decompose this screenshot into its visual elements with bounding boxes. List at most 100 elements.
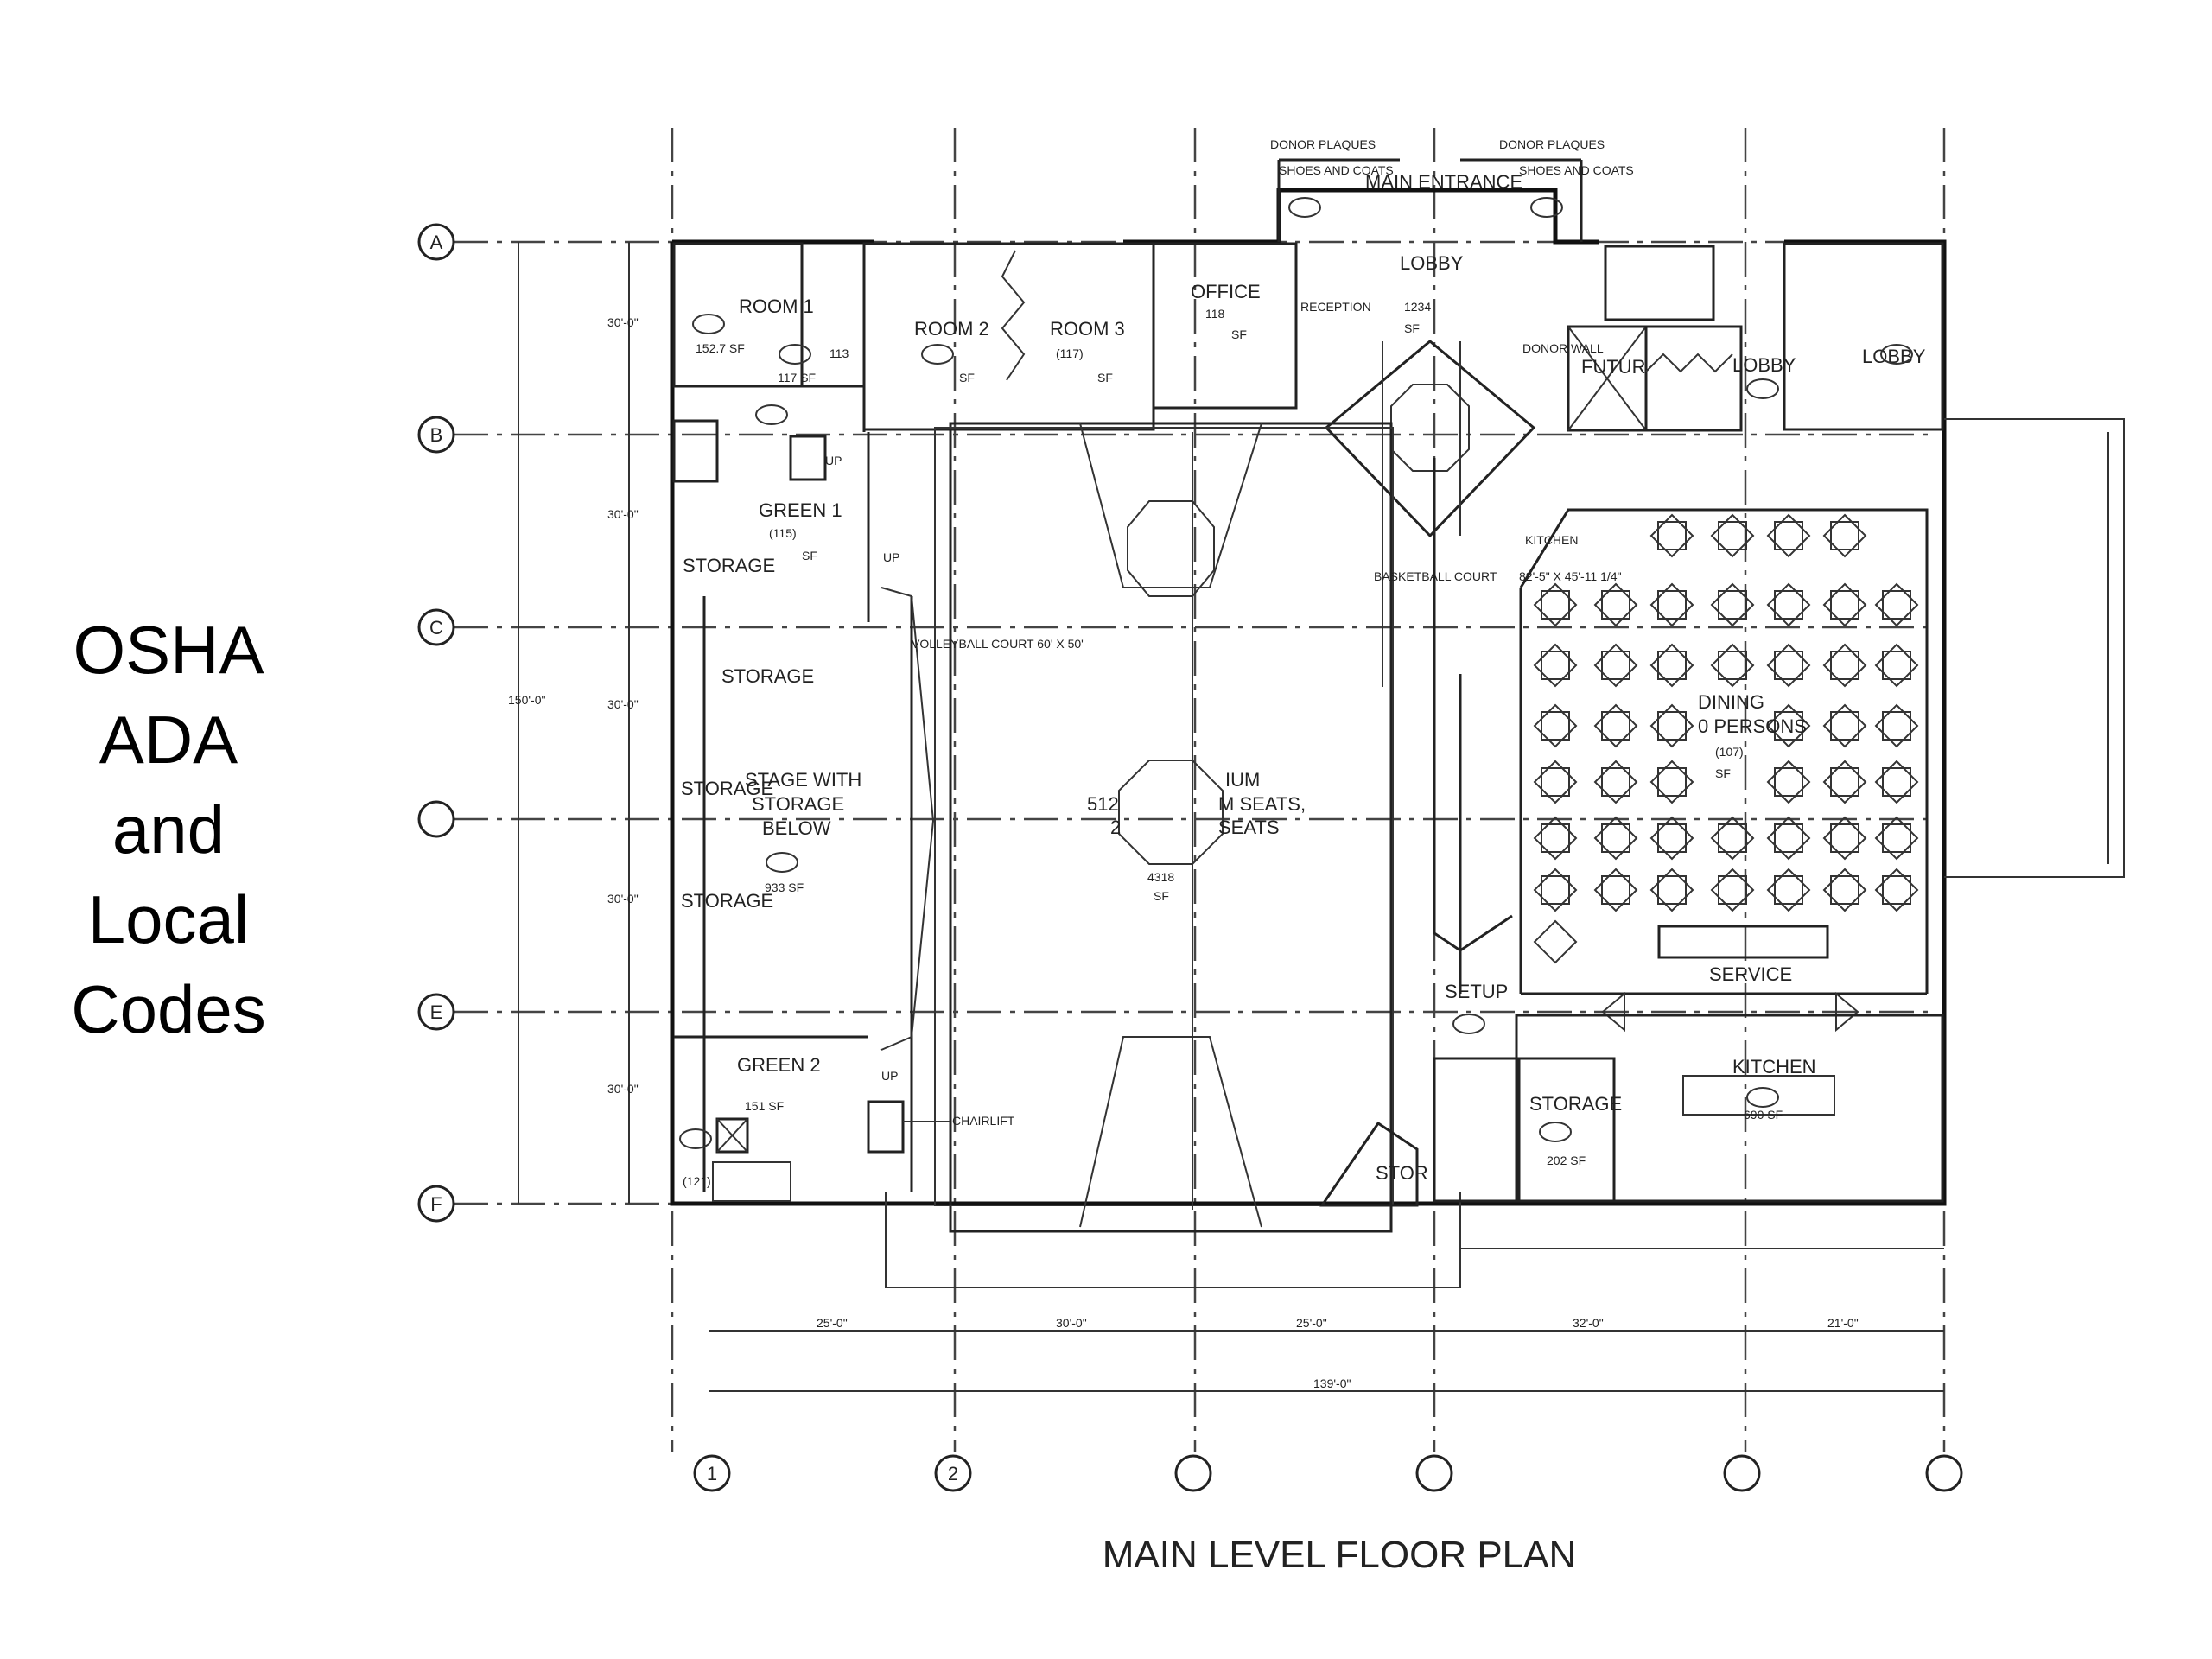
grid-label-e: E: [430, 1001, 443, 1023]
donor-plaques-left: DONOR PLAQUES: [1270, 137, 1376, 151]
dining-table-chairs: [1657, 823, 1687, 853]
dining-sf: SF: [1715, 766, 1731, 780]
dim-d: 30'-0": [607, 892, 639, 906]
dining-table-chairs: [1774, 651, 1803, 680]
room3-label: ROOM 3: [1050, 318, 1125, 340]
lobby-num: 1234: [1404, 300, 1431, 314]
grid-bubble-6: [1925, 1454, 1963, 1492]
green2-label: GREEN 2: [737, 1054, 821, 1076]
setup-corridor: SETUP: [1433, 458, 1513, 1034]
grid-label-1: 1: [707, 1463, 717, 1484]
dining-table-chairs: [1830, 711, 1859, 741]
basketball-dim: 82'-5" X 45'-11 1/4": [1519, 569, 1622, 583]
service-label: SERVICE: [1709, 963, 1792, 985]
gym-line-1: 512: [1087, 793, 1119, 815]
stage-line-2: STORAGE: [752, 793, 844, 815]
grid-bubble-3: [1174, 1454, 1212, 1492]
exterior-lines: [885, 418, 2125, 1288]
side-title: OSHA ADA and Local Codes: [26, 605, 311, 1054]
grid-bubble-b: [417, 416, 455, 454]
dining-table-chairs: [1774, 521, 1803, 550]
grid-bubble-f: [417, 1185, 455, 1223]
dining-table-chairs: [1882, 590, 1911, 620]
stor-label: STOR: [1376, 1162, 1428, 1184]
office-sf: SF: [1231, 327, 1247, 341]
reception-label: RECEPTION: [1300, 300, 1371, 314]
side-title-line-ada: ADA: [99, 702, 238, 778]
grid-bubble-4: [1415, 1454, 1453, 1492]
green2-num: (121): [683, 1174, 711, 1188]
storage-2-label: STORAGE: [721, 665, 814, 687]
dining-table-chairs: [1657, 651, 1687, 680]
dining-table-chairs: [1541, 823, 1570, 853]
dim-e: 30'-0": [607, 1082, 639, 1096]
grid-bubbles-columns: 1 2: [693, 1454, 1963, 1492]
dining-table-chairs: [1657, 711, 1687, 741]
grid-bubble-c: [417, 608, 455, 646]
dining-table-chairs: [1830, 651, 1859, 680]
office-num: 118: [1205, 307, 1225, 321]
setup-label: SETUP: [1445, 981, 1508, 1002]
office: OFFICE 118 SF RECEPTION: [1152, 242, 1371, 410]
dining-table-chairs: [1774, 590, 1803, 620]
volleyball-label: VOLLEYBALL COURT 60' X 50': [912, 637, 1084, 651]
room1-label: ROOM 1: [739, 296, 814, 317]
lobby-main-label: LOBBY: [1400, 252, 1464, 274]
green1-sf: SF: [802, 549, 817, 563]
grid-bubble-2: [934, 1454, 972, 1492]
dim-h5: 21'-0": [1827, 1316, 1859, 1330]
dining-table-chairs: [1830, 521, 1859, 550]
dim-a: 30'-0": [607, 315, 639, 329]
grid-bubble-a: [417, 223, 455, 261]
dining-table-chairs: [1541, 651, 1570, 680]
kitchen-sf: 690 SF: [1744, 1108, 1783, 1122]
future-label: FUTUR: [1581, 356, 1646, 378]
dim-h2: 30'-0": [1056, 1316, 1087, 1330]
grid-bubble-d: [417, 800, 455, 838]
kitchen-small-label: KITCHEN: [1525, 533, 1578, 547]
up-label-3: UP: [881, 1069, 898, 1083]
side-title-line-and: and: [111, 791, 226, 868]
dining-table-chairs: [1601, 823, 1630, 853]
lobby-right-1: LOBBY: [1732, 354, 1796, 376]
grid-bubble-e: [417, 993, 455, 1031]
room1-area: 152.7 SF: [696, 341, 745, 355]
dining-table-chairs: [1657, 875, 1687, 905]
green-1: UP GREEN 1 (115) SF STORAGE UP: [672, 419, 899, 622]
dining-table-chairs: [1657, 521, 1687, 550]
grid-bubble-5: [1723, 1454, 1761, 1492]
gymnasium: VOLLEYBALL COURT 60' X 50' BASKETBALL CO…: [912, 422, 1622, 1233]
storage-5-label: STORAGE: [1529, 1093, 1622, 1115]
green1-label: GREEN 1: [759, 499, 842, 521]
dining-table-chairs: [1601, 767, 1630, 797]
room1-sf: 117 SF: [778, 371, 816, 385]
dining-table-chairs: [1882, 875, 1911, 905]
stage-sf: 933 SF: [765, 880, 804, 894]
dining-table-chairs: [1882, 823, 1911, 853]
storage-5-sf: 202 SF: [1547, 1154, 1586, 1167]
dining-hall: DINING 0 PERSONS (107) SF SERVICE: [1519, 508, 1929, 1033]
dining-table-chairs: [1601, 875, 1630, 905]
gym-line-2: M SEATS,: [1218, 793, 1306, 815]
green1-num: (115): [769, 526, 797, 540]
main-entrance-label: MAIN ENTRANCE: [1365, 171, 1522, 193]
grid-label-c: C: [429, 617, 443, 639]
dining-table-chairs: [1718, 651, 1747, 680]
main-entrance: DONOR PLAQUES DONOR PLAQUES SHOES AND CO…: [1270, 137, 1634, 335]
dining-table-chairs: [1830, 767, 1859, 797]
stage-area: STORAGE STORAGE STAGE WITH STORAGE BELOW…: [681, 587, 935, 1192]
dimensions: 30'-0" 30'-0" 30'-0" 30'-0" 30'-0" 150'-…: [508, 242, 1944, 1392]
dining-table-chairs: [1601, 711, 1630, 741]
exterior-walls: [670, 158, 1947, 1206]
office-label: OFFICE: [1191, 281, 1261, 302]
dining-table-chairs: [1718, 521, 1747, 550]
dining-table-chairs: [1718, 823, 1747, 853]
dining-table-chairs: [1882, 767, 1911, 797]
green-2: GREEN 2 151 SF UP CHAIRLIFT (121): [674, 1035, 1015, 1202]
dining-table-chairs: [1830, 590, 1859, 620]
grid-bubbles-rows: A B C E F: [417, 223, 455, 1223]
storage-3-label: STORAGE: [681, 778, 773, 799]
room3-sf: SF: [1097, 371, 1113, 385]
side-title-line-codes: Codes: [71, 971, 266, 1047]
room1-num: 113: [830, 346, 849, 360]
